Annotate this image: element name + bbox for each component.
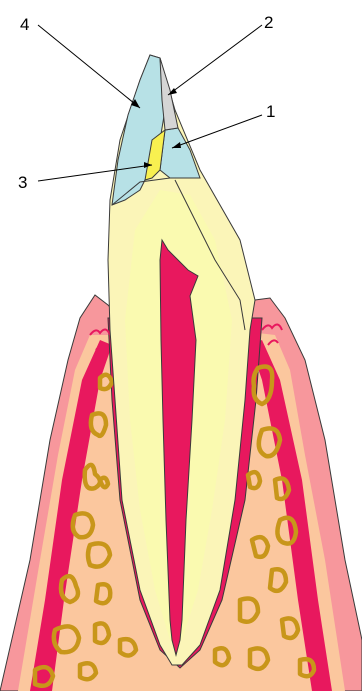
enamel-right-region — [160, 128, 200, 178]
label-3: 3 — [18, 173, 27, 192]
leader-line-1 — [172, 115, 262, 148]
label-1: 1 — [266, 102, 275, 121]
label-4: 4 — [20, 15, 29, 34]
label-2: 2 — [264, 13, 273, 32]
leader-line-4 — [38, 25, 140, 108]
leader-line-2 — [168, 25, 262, 95]
